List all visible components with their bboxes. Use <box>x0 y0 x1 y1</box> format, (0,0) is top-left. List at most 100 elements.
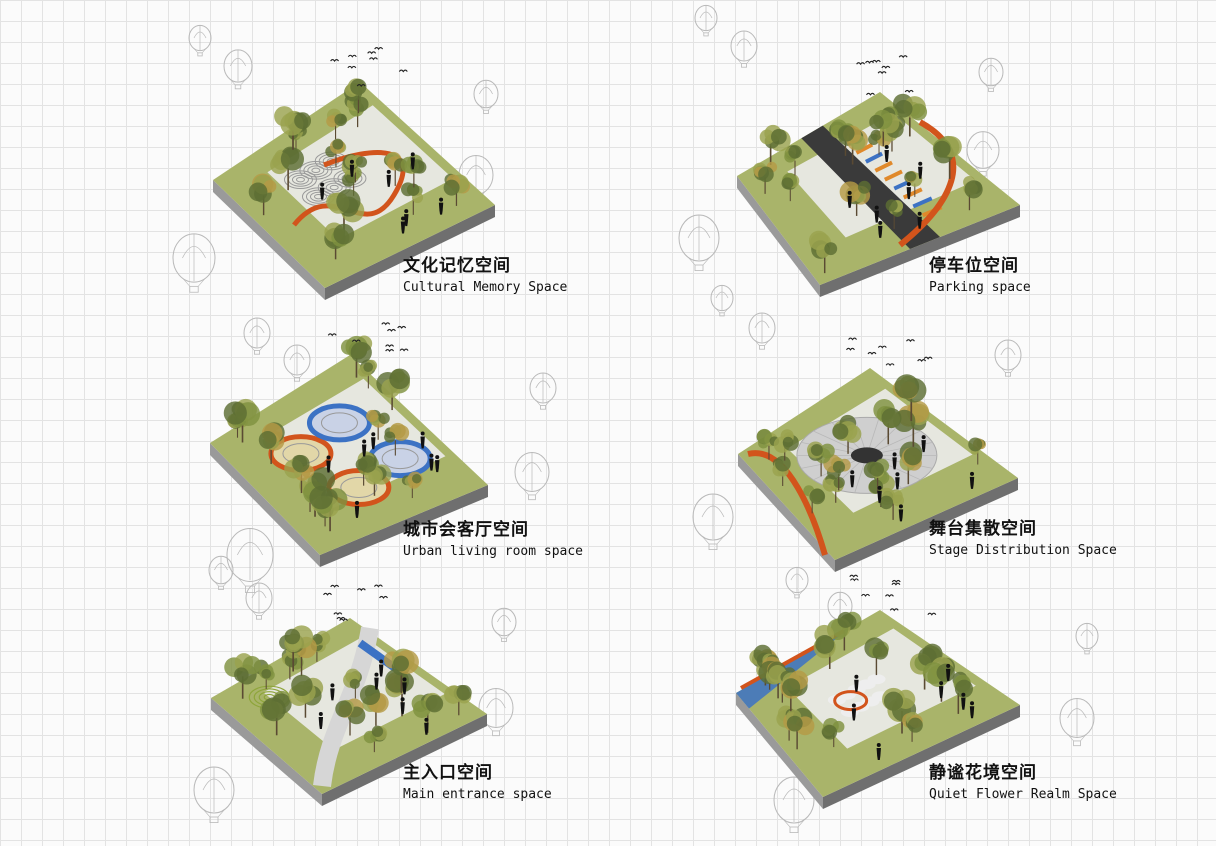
caption-title-en: Parking space <box>929 280 1031 295</box>
bird-icon <box>885 363 895 367</box>
tree-icon <box>781 172 800 202</box>
person-icon <box>969 701 975 719</box>
bird-icon <box>330 59 340 63</box>
plaza-paving <box>787 113 976 238</box>
hot-air-balloon-icon <box>994 339 1022 377</box>
bird-icon <box>379 595 388 599</box>
tree-icon <box>803 485 826 514</box>
person-icon <box>435 455 440 473</box>
person-icon <box>921 435 926 453</box>
flower-ring <box>833 690 869 712</box>
tree-icon <box>326 108 347 140</box>
hot-air-balloon-icon <box>478 687 514 737</box>
panel-quiet-flower-realm <box>736 574 1020 809</box>
bird-icon <box>398 69 408 73</box>
swirl-pattern <box>299 161 333 180</box>
tree-icon <box>411 692 444 733</box>
bird-icon <box>373 584 383 588</box>
tree-icon <box>832 414 862 454</box>
tree-icon <box>344 78 367 114</box>
bird-icon <box>871 59 881 63</box>
caption-title-en: Cultural Memory Space <box>403 280 568 295</box>
tree-icon <box>376 368 411 411</box>
bird-icon <box>385 344 395 348</box>
hot-air-balloon-icon <box>978 57 1004 92</box>
stage-center <box>850 447 883 464</box>
hot-air-balloon-icon <box>193 766 235 823</box>
tree-icon <box>822 474 845 503</box>
bird-icon <box>399 348 409 352</box>
tree-icon <box>806 441 835 477</box>
caption-urban-living-room: 城市会客厅空间 Urban living room space <box>403 520 583 561</box>
hot-air-balloon-icon <box>245 582 273 620</box>
tree-icon <box>340 335 373 378</box>
hot-air-balloon-icon <box>226 528 274 593</box>
person-icon <box>378 659 384 677</box>
tree-icon <box>885 199 904 229</box>
hot-air-balloon-icon <box>1075 622 1099 655</box>
person-icon <box>876 743 881 761</box>
hot-air-balloon-icon <box>966 131 1000 177</box>
panels-layer <box>210 47 1020 809</box>
bird-icon <box>877 71 887 75</box>
person-icon <box>874 205 879 223</box>
person-icon <box>895 472 900 490</box>
caption-stage-distribution: 舞台集散空间 Stage Distribution Space <box>929 519 1117 560</box>
slab-side-right <box>835 478 1018 572</box>
person-icon <box>402 677 407 695</box>
panel-parking <box>737 55 1020 297</box>
tree-icon <box>773 429 799 461</box>
tree-icon <box>253 659 275 690</box>
hot-air-balloon-icon <box>710 284 734 317</box>
tree-icon <box>343 668 362 699</box>
hot-air-balloon-icon <box>773 776 815 833</box>
bird-icon <box>327 333 337 337</box>
tree-icon <box>326 189 365 235</box>
orange-walkway <box>898 119 957 248</box>
bird-icon <box>866 92 875 96</box>
hot-air-balloon-icon <box>748 312 776 350</box>
tree-icon <box>363 725 388 753</box>
bird-icon <box>927 612 937 616</box>
hot-air-balloon-icon <box>473 79 499 114</box>
parking-stall <box>883 169 903 182</box>
tree-icon <box>932 135 962 179</box>
slab-side-right <box>325 205 495 300</box>
slab-side-left <box>738 454 835 572</box>
tree-icon <box>873 399 902 445</box>
tree-icon <box>384 422 410 456</box>
tree-icon <box>780 670 809 712</box>
tree-icon <box>808 230 838 274</box>
person-icon <box>318 711 324 729</box>
bird-icon <box>347 65 357 69</box>
person-icon <box>400 216 406 234</box>
bird-icon <box>884 594 894 598</box>
tree-icon <box>384 668 414 717</box>
bird-icon <box>330 584 340 588</box>
caption-quiet-flower-realm: 静谧花境空间 Quiet Flower Realm Space <box>929 763 1117 804</box>
tree-icon <box>270 146 305 191</box>
tree-icon <box>443 173 470 206</box>
slab-side-right <box>320 485 488 567</box>
person-icon <box>354 500 360 518</box>
swirl-pattern <box>311 167 321 174</box>
person-icon <box>892 452 897 470</box>
hot-air-balloon-icon <box>491 607 517 642</box>
person-icon <box>938 681 944 699</box>
tree-icon <box>223 398 261 443</box>
person-icon <box>961 692 966 710</box>
bird-icon <box>846 347 855 351</box>
person-icon <box>429 453 434 471</box>
panel-cultural-memory <box>213 47 495 300</box>
bird-icon <box>397 325 407 329</box>
person-icon <box>400 697 405 715</box>
tree-icon <box>224 653 262 699</box>
balloon-layer <box>172 4 1099 833</box>
bird-icon <box>891 582 901 586</box>
bird-icon <box>865 60 874 64</box>
bird-icon <box>906 339 915 343</box>
hot-air-balloon-icon <box>1059 697 1095 747</box>
tree-icon <box>952 671 973 714</box>
caption-title-en: Urban living room space <box>403 544 584 559</box>
